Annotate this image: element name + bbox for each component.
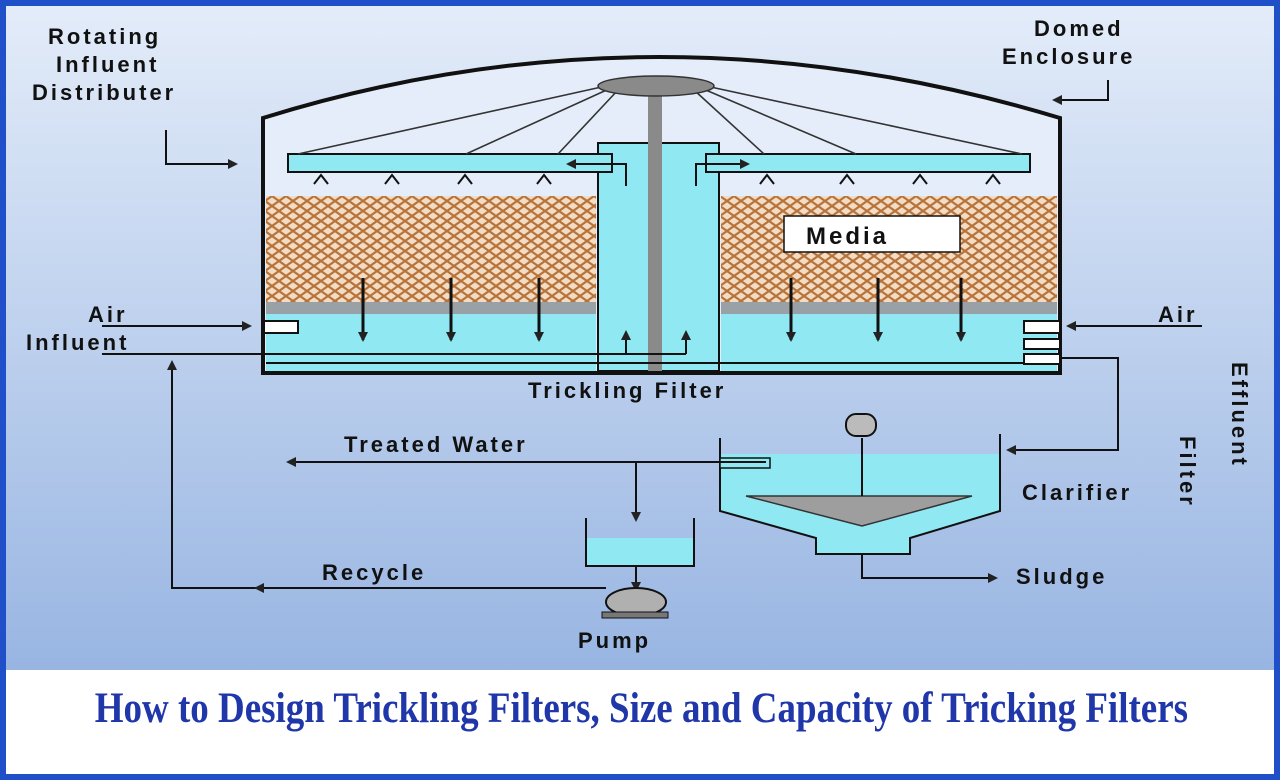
recycle-sump <box>585 518 695 592</box>
underdrain-water-left <box>266 314 596 371</box>
label-air-right: Air <box>1158 302 1198 327</box>
label-recycle: Recycle <box>322 560 426 585</box>
caption-bar: How to Design Trickling Filters, Size an… <box>6 670 1274 774</box>
filter-tank-floor <box>263 371 1060 375</box>
label-rotating: Rotating <box>48 24 161 49</box>
underdrain-gravel-right <box>721 302 1057 314</box>
influent-pipe <box>102 321 1202 355</box>
label-media: Media <box>806 223 889 250</box>
label-trickling-filter: Trickling Filter <box>528 378 726 403</box>
distributor-flow-arrows <box>566 159 750 186</box>
distributor-arm-left <box>287 153 613 173</box>
trickling-filter-diagram: Rotating Influent Distributer Domed Encl… <box>6 6 1274 670</box>
enclosure-pointer-arrow <box>1052 80 1109 105</box>
media-label-box <box>783 215 961 253</box>
underdrain-gravel-left <box>266 302 596 314</box>
support-wires <box>297 85 1023 155</box>
underdrain-water-right <box>721 314 1057 371</box>
distributor-hub <box>597 75 715 97</box>
distributor-arm-right <box>705 153 1031 173</box>
treated-water-pipe <box>286 457 766 522</box>
label-effluent: Effluent <box>1227 362 1252 468</box>
label-domed: Domed <box>1034 16 1124 41</box>
caption-title: How to Design Trickling Filters, Size an… <box>94 685 1189 732</box>
label-sludge: Sludge <box>1016 564 1107 589</box>
label-distributer: Distributer <box>32 80 176 105</box>
air-port-left <box>263 320 299 334</box>
filter-effluent-pipe <box>1006 357 1119 455</box>
distributor-pointer-arrow <box>165 130 238 169</box>
filter-media-bed-left <box>266 196 596 304</box>
central-shaft <box>648 92 662 371</box>
label-enclosure: Enclosure <box>1002 44 1135 69</box>
downflow-arrows <box>358 278 966 342</box>
label-treated-water: Treated Water <box>344 432 528 457</box>
spray-nozzles <box>313 173 1001 185</box>
label-air-left: Air <box>88 302 128 327</box>
recycle-pipe <box>167 360 606 589</box>
label-clarifier: Clarifier <box>1022 480 1132 505</box>
label-filter: Filter <box>1175 436 1200 508</box>
label-influent: Influent <box>26 330 129 355</box>
air-port-right <box>1023 320 1061 365</box>
label-influent-dist: Influent <box>56 52 159 77</box>
label-pump: Pump <box>578 628 651 653</box>
sludge-pipe <box>861 554 998 583</box>
pump-icon <box>601 587 669 619</box>
